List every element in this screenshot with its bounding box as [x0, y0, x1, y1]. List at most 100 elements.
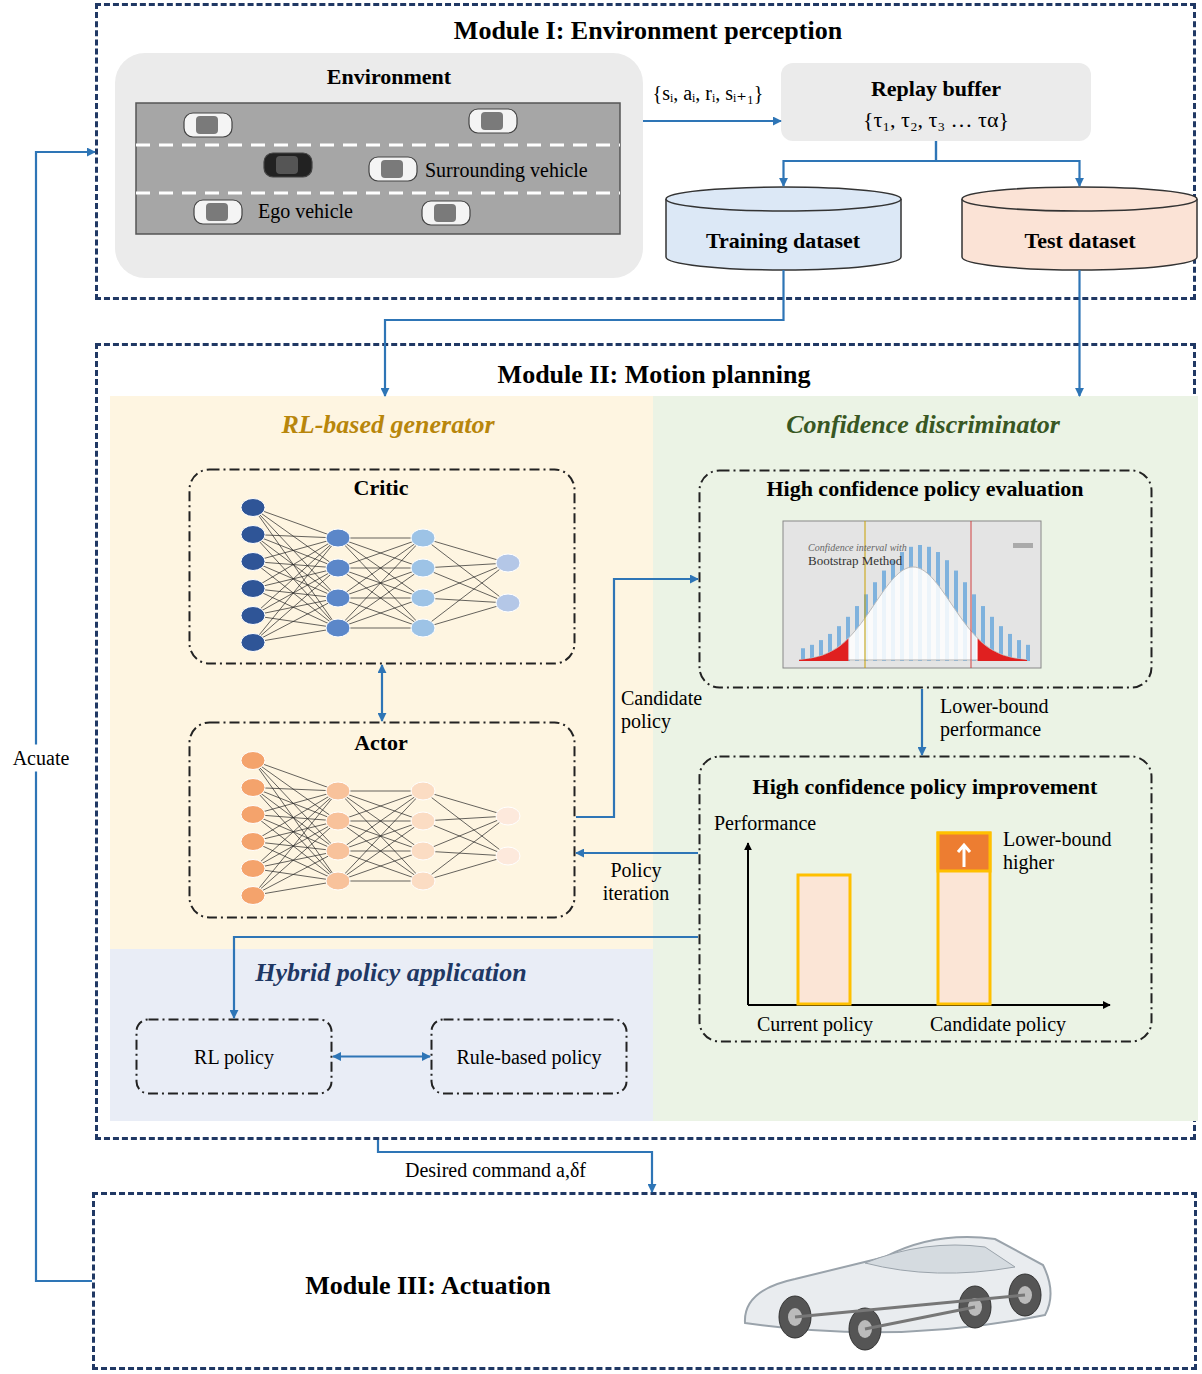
lane-marking	[136, 144, 620, 147]
connector-label: Desired command a,δf	[405, 1159, 586, 1182]
network-link	[253, 538, 338, 616]
network-link	[253, 761, 338, 822]
network-link	[338, 791, 423, 881]
dash-dot-outline	[190, 470, 575, 664]
network-link	[423, 598, 508, 603]
car-body	[422, 201, 470, 225]
network-link	[253, 788, 338, 792]
car	[184, 113, 232, 137]
annotation-label: Current policy	[757, 1013, 873, 1036]
node-title: High confidence policy improvement	[753, 774, 1098, 800]
neuron	[411, 529, 435, 547]
neuron	[241, 553, 265, 571]
connector-arrow	[936, 141, 1080, 186]
car-window	[381, 160, 403, 178]
replay-buffer-box: Replay buffer {τ₁, τ₂, τ₃ … τα}	[781, 63, 1091, 141]
connector-arrow	[381, 665, 383, 721]
network-link	[338, 791, 423, 851]
illustration	[95, 1195, 1200, 1373]
network-link	[338, 791, 423, 881]
network-link	[253, 538, 338, 643]
bell-curve	[799, 567, 1027, 660]
network-link	[253, 851, 338, 869]
dash-dot-outline	[137, 1020, 332, 1094]
dataset-cylinder: Test dataset	[961, 186, 1198, 270]
node-title: Confidence discriminator	[786, 410, 1060, 440]
network-link	[338, 568, 423, 628]
neuron	[496, 594, 520, 612]
network-link	[253, 535, 338, 599]
connector-arrow	[576, 852, 698, 854]
neuron	[241, 526, 265, 544]
neuron	[326, 872, 350, 890]
neuron	[326, 559, 350, 577]
bound-line	[971, 521, 972, 668]
dash-dot-outline	[432, 1020, 627, 1094]
network-link	[253, 821, 338, 842]
network-link	[253, 788, 338, 882]
network-link	[253, 508, 338, 629]
tail-region	[799, 639, 848, 661]
neuron	[411, 559, 435, 577]
network-link	[253, 815, 338, 882]
dash-dot-outline	[190, 723, 575, 918]
network-link	[338, 538, 423, 598]
car-window	[196, 116, 218, 134]
policy-box: Rule-based policy	[430, 1018, 628, 1095]
node-title: Training dataset	[706, 228, 860, 254]
lane-marking	[136, 192, 620, 195]
car	[369, 157, 417, 181]
network-link	[338, 598, 423, 628]
connector-arrow	[234, 937, 698, 1018]
neuron	[411, 589, 435, 607]
network-link	[423, 816, 508, 851]
cylinder-top	[962, 187, 1197, 211]
connector-arrow	[921, 689, 923, 755]
neuron	[241, 499, 265, 517]
network-link	[253, 761, 338, 852]
current-bar	[798, 875, 850, 1004]
node-title: Replay buffer	[871, 76, 1001, 102]
neuron	[241, 860, 265, 878]
node-body: {τ₁, τ₂, τ₃ … τα}	[863, 107, 1009, 133]
connector-arrow	[784, 141, 937, 186]
network-link	[423, 791, 508, 856]
connector-arrow	[1078, 270, 1080, 396]
network-link	[423, 851, 508, 856]
node-title: Module II: Motion planning	[498, 360, 811, 390]
road	[136, 103, 620, 234]
network-link	[423, 816, 508, 821]
neuron	[496, 847, 520, 865]
network-link	[423, 791, 508, 816]
generator-region: CriticActorRL-based generator	[110, 396, 653, 949]
car-body	[264, 153, 312, 177]
annotation-label: Surrounding vehicle	[425, 159, 588, 182]
node-title: Actor	[354, 730, 408, 756]
neuron	[241, 752, 265, 770]
candidate-bar	[938, 833, 990, 1004]
network-link	[253, 535, 338, 539]
car-window	[206, 203, 228, 221]
up-arrow	[958, 845, 970, 867]
network-link	[338, 538, 423, 628]
neuron	[411, 842, 435, 860]
network-link	[423, 568, 508, 603]
network-link	[253, 568, 338, 643]
node-title: Environment	[327, 64, 451, 90]
neuron	[241, 887, 265, 905]
network-link	[253, 821, 338, 869]
annotation-label: Confidence interval with	[808, 542, 907, 553]
annotation-label: Ego vehicle	[258, 200, 353, 223]
network-link	[338, 821, 423, 881]
network-link	[338, 881, 423, 882]
network-link	[253, 815, 338, 852]
neuron	[241, 779, 265, 797]
node-title: Module I: Environment perception	[454, 16, 842, 46]
dash-dot-outline	[700, 757, 1152, 1042]
network-link	[253, 791, 338, 842]
network-link	[423, 563, 508, 628]
network-link	[253, 761, 338, 882]
neuron	[326, 812, 350, 830]
connector-arrow	[378, 1140, 652, 1192]
